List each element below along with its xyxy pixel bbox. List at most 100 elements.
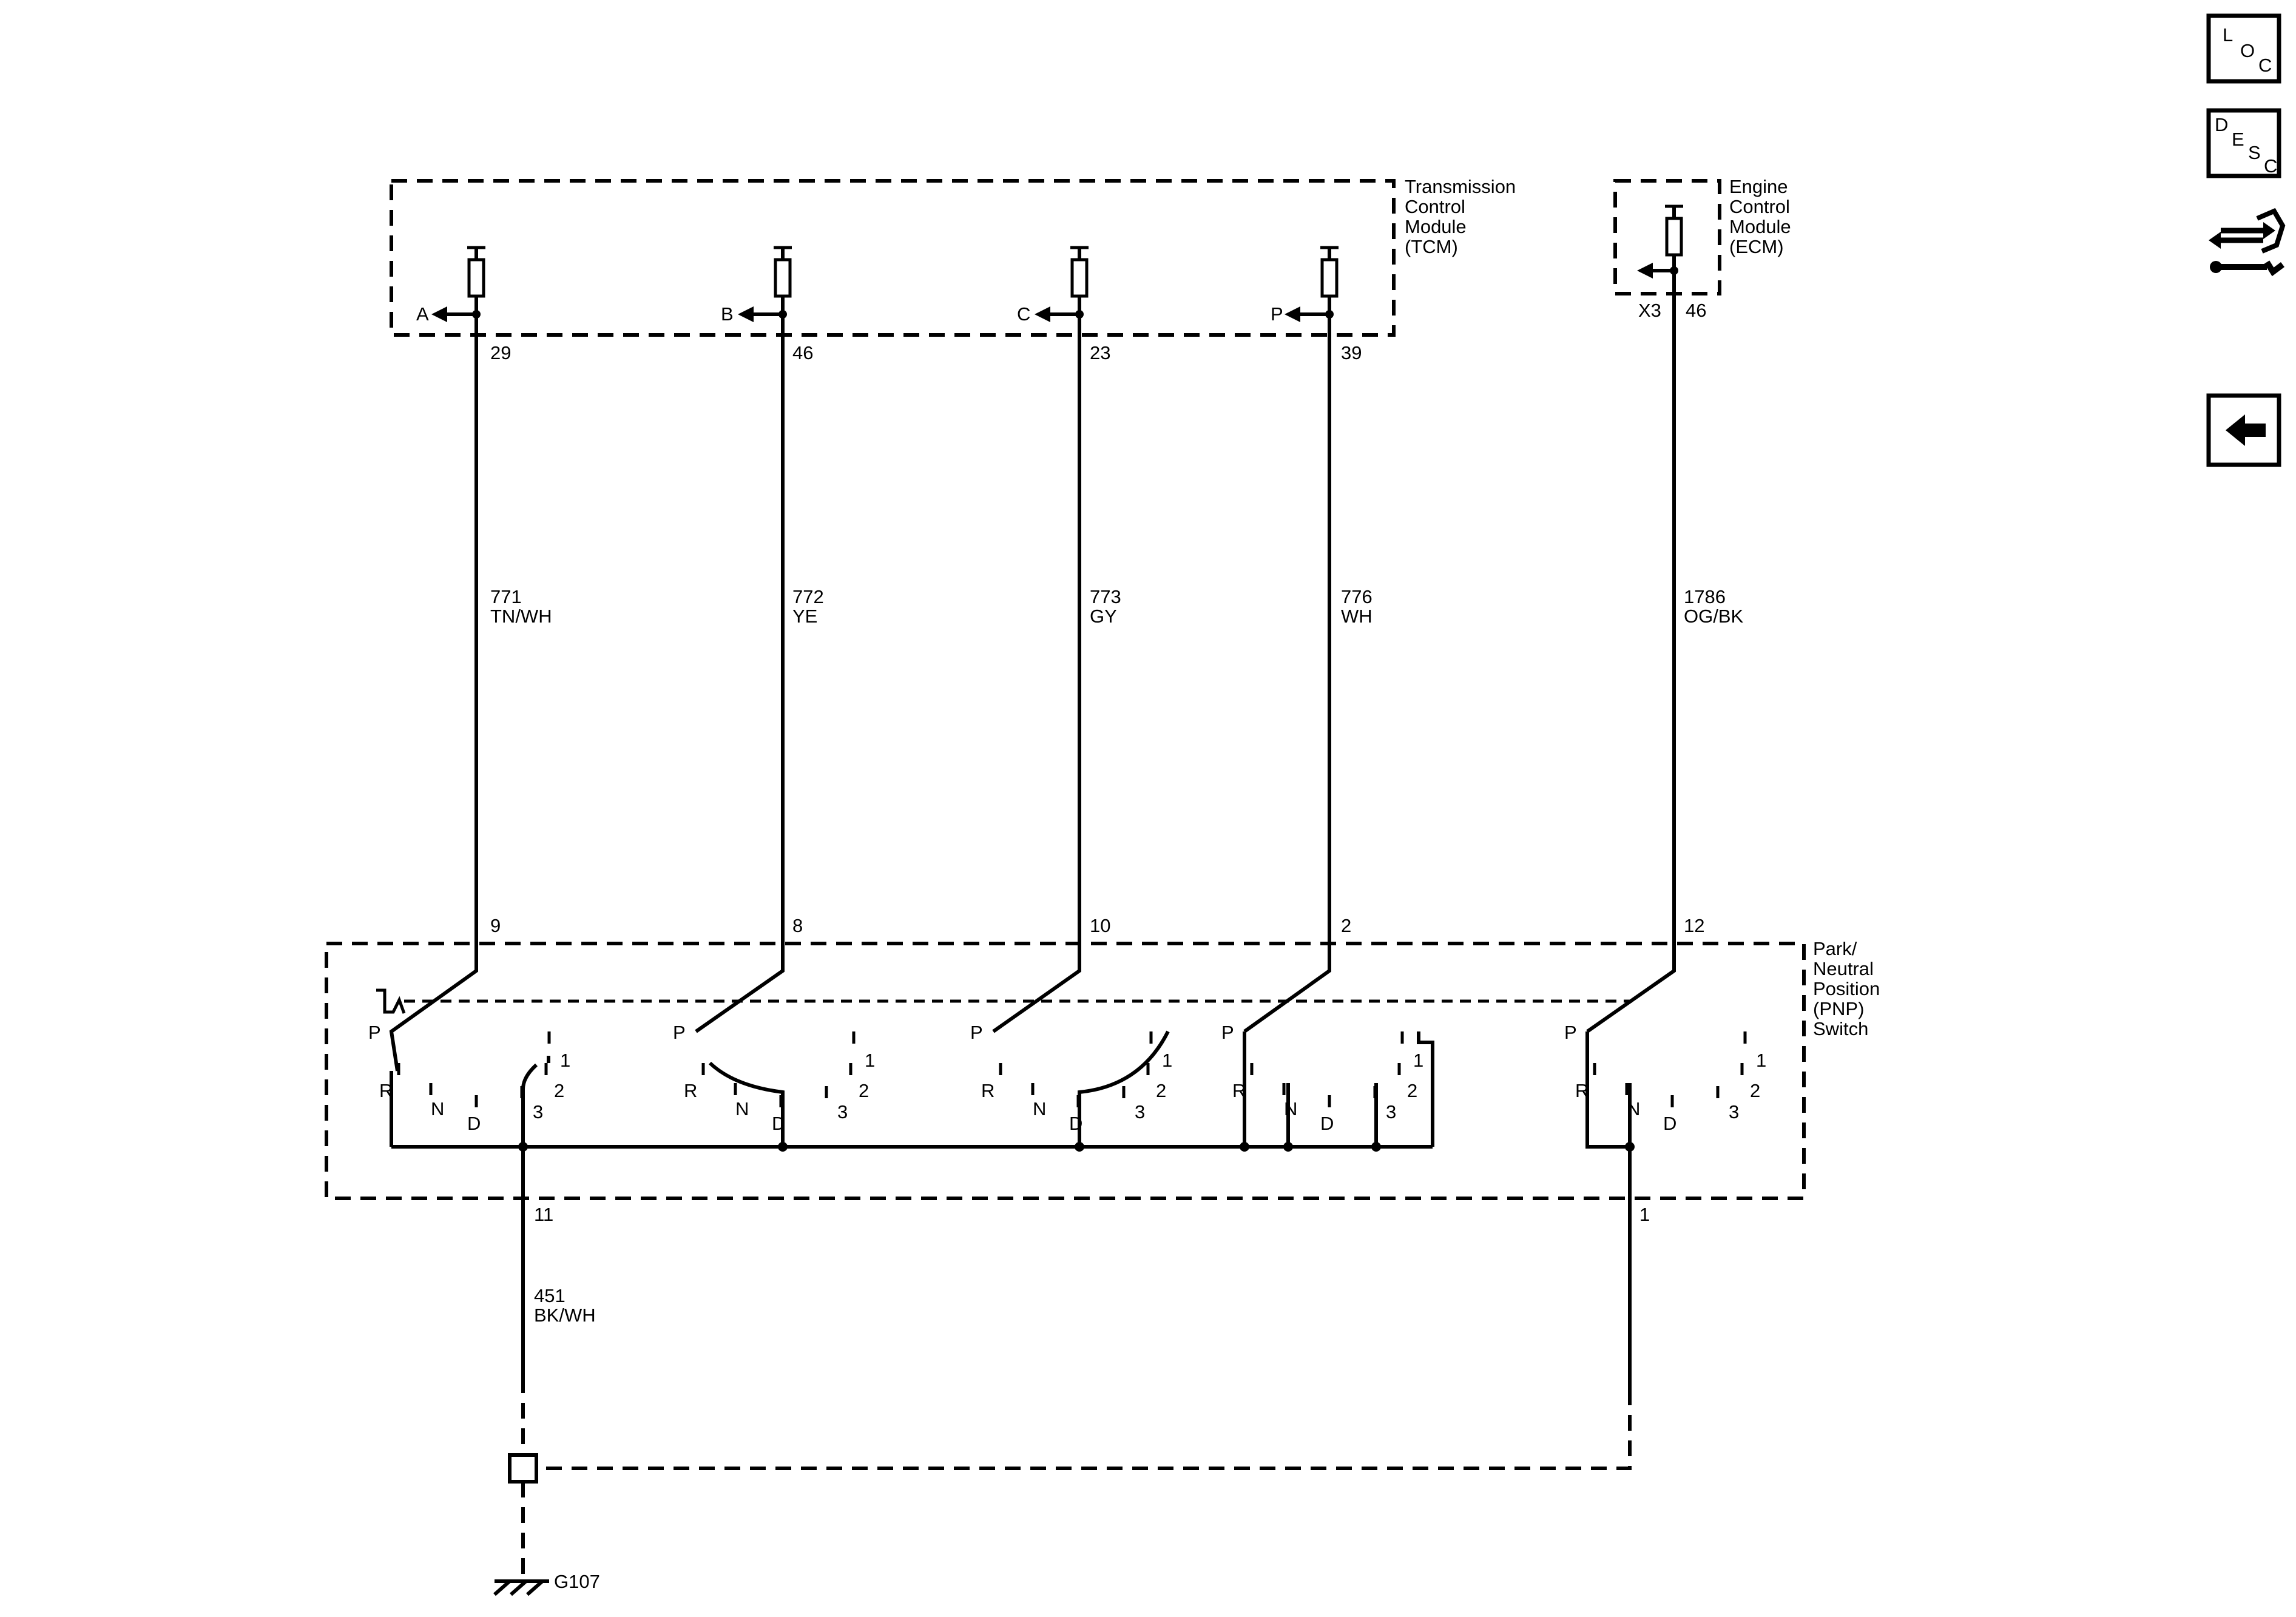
switch-position-5-P: P <box>1564 1022 1577 1043</box>
switch-position-3-N: N <box>1033 1098 1046 1119</box>
circuit-771: 771 TN/WH 9 <box>389 314 552 1072</box>
description-button[interactable]: D E S C <box>2206 108 2281 178</box>
switch-position-3-D: D <box>1069 1113 1082 1134</box>
ground-g107: G107 <box>493 1571 600 1596</box>
switch-position-3-2: 2 <box>1156 1080 1166 1101</box>
switch-position-4-2: 2 <box>1407 1080 1417 1101</box>
switch-position-3-R: R <box>981 1080 994 1101</box>
switch-pin-11: 11 <box>534 1204 553 1225</box>
ecm-connector-x3: X3 <box>1638 300 1661 321</box>
circuit-773: 773 GY 10 <box>992 314 1121 1033</box>
switch-pin-8: 8 <box>792 915 803 936</box>
switch-position-1-3: 3 <box>533 1101 543 1122</box>
circuit-451: 11 451 BK/WH <box>508 1147 596 1574</box>
switch-position-1-P: P <box>368 1022 381 1043</box>
switch-position-4-N: N <box>1284 1098 1297 1119</box>
switch-position-3-1: 1 <box>1162 1050 1172 1071</box>
switch-position-1-R: R <box>379 1080 393 1101</box>
svg-text:S: S <box>2248 142 2261 163</box>
circuit-772-color: YE <box>792 606 817 627</box>
pnp-switch-label: Park/ Neutral Position (PNP) Switch <box>1813 938 1885 1039</box>
switch-position-5-R: R <box>1575 1080 1589 1101</box>
svg-text:C: C <box>2264 155 2277 177</box>
tcm-output-p: P 39 <box>1271 246 1362 363</box>
circuit-1786: 1786 OG/BK 12 <box>1586 271 1744 1033</box>
section-3-arc <box>1078 1030 1170 1147</box>
switch-position-2-R: R <box>684 1080 697 1101</box>
tcm-output-c: C 23 <box>1017 246 1110 363</box>
switch-pin-2: 2 <box>1341 915 1351 936</box>
svg-text:D: D <box>2215 114 2228 135</box>
ecm-pin-46: 46 <box>1686 300 1706 321</box>
switch-position-1-D: D <box>467 1113 481 1134</box>
back-arrow-icon <box>2226 414 2266 446</box>
switch-position-4-D: D <box>1320 1113 1334 1134</box>
switch-position-5-1: 1 <box>1756 1050 1766 1071</box>
switch-position-2-3: 3 <box>837 1101 848 1122</box>
circuit-771-color: TN/WH <box>490 606 552 627</box>
circuit-776: 776 WH 2 <box>1243 314 1373 1033</box>
switch-position-5-D: D <box>1663 1113 1676 1134</box>
switch-position-1-2: 2 <box>554 1080 564 1101</box>
switch-pin-9: 9 <box>490 915 501 936</box>
tcm-signal-b: B <box>721 303 734 325</box>
switch-position-3-3: 3 <box>1135 1101 1145 1122</box>
circuit-771-number: 771 <box>490 586 522 607</box>
tcm-signal-p: P <box>1271 303 1283 325</box>
ground-label: G107 <box>554 1571 600 1592</box>
switch-position-3-P: P <box>970 1022 983 1043</box>
switch-position-5-2: 2 <box>1750 1080 1760 1101</box>
switch-position-1-1: 1 <box>560 1050 570 1071</box>
switch-position-2-2: 2 <box>859 1080 869 1101</box>
circuit-1786-color: OG/BK <box>1684 606 1744 627</box>
mechanical-linkage <box>376 988 1632 1014</box>
ecm-module-boundary <box>1613 179 1721 295</box>
switch-position-4-3: 3 <box>1386 1101 1396 1122</box>
tcm-signal-a: A <box>416 303 429 325</box>
svg-text:E: E <box>2232 129 2244 150</box>
switch-pin-10: 10 <box>1090 915 1110 936</box>
svg-text:C: C <box>2258 55 2272 76</box>
tcm-pin-39: 39 <box>1341 342 1362 363</box>
circuit-776-color: WH <box>1341 606 1373 627</box>
circuit-773-number: 773 <box>1090 586 1121 607</box>
location-button[interactable]: L O C <box>2206 13 2281 84</box>
ecm-input: X3 46 <box>1637 204 1706 321</box>
switch-position-2-P: P <box>673 1022 686 1043</box>
circuit-776-number: 776 <box>1341 586 1373 607</box>
circuit-772: 772 YE 8 <box>695 314 824 1033</box>
switch-position-2-D: D <box>772 1113 785 1134</box>
switch-position-4-R: R <box>1232 1080 1246 1101</box>
ecm-label: Engine Control Module (ECM) <box>1729 176 1796 257</box>
connector-tool-icon[interactable] <box>2209 208 2286 277</box>
switch-pin-12: 12 <box>1684 915 1704 936</box>
section-2-arc <box>708 1061 785 1147</box>
switch-position-5-3: 3 <box>1729 1101 1739 1122</box>
section-5-contacts <box>1585 1031 1630 1149</box>
switch-position-4-1: 1 <box>1413 1050 1423 1071</box>
tcm-output-a: A 29 <box>416 246 511 363</box>
circuit-772-number: 772 <box>792 586 824 607</box>
tcm-module-boundary <box>390 179 1396 337</box>
circuit-773-color: GY <box>1090 606 1117 627</box>
tcm-pin-46: 46 <box>792 342 813 363</box>
tcm-pin-23: 23 <box>1090 342 1110 363</box>
switch-position-2-1: 1 <box>865 1050 875 1071</box>
svg-text:L: L <box>2223 24 2233 46</box>
circuit-451-color: BK/WH <box>534 1305 596 1326</box>
circuit-451-number: 451 <box>534 1285 566 1306</box>
switch-pin-1: 1 <box>1639 1204 1650 1225</box>
circuit-1786-number: 1786 <box>1684 586 1726 607</box>
ground-circuit-pin-1: 1 <box>536 1147 1650 1470</box>
tcm-pin-29: 29 <box>490 342 511 363</box>
switch-position-4-P: P <box>1221 1022 1234 1043</box>
side-nav: L O C D E S C <box>2206 13 2286 467</box>
switch-position-1-N: N <box>431 1098 444 1119</box>
tcm-signal-c: C <box>1017 303 1030 325</box>
svg-text:O: O <box>2240 40 2255 61</box>
switch-position-5-N: N <box>1627 1098 1640 1119</box>
switch-position-2-N: N <box>735 1098 749 1119</box>
tcm-output-b: B 46 <box>721 246 813 363</box>
back-button[interactable] <box>2206 393 2281 467</box>
